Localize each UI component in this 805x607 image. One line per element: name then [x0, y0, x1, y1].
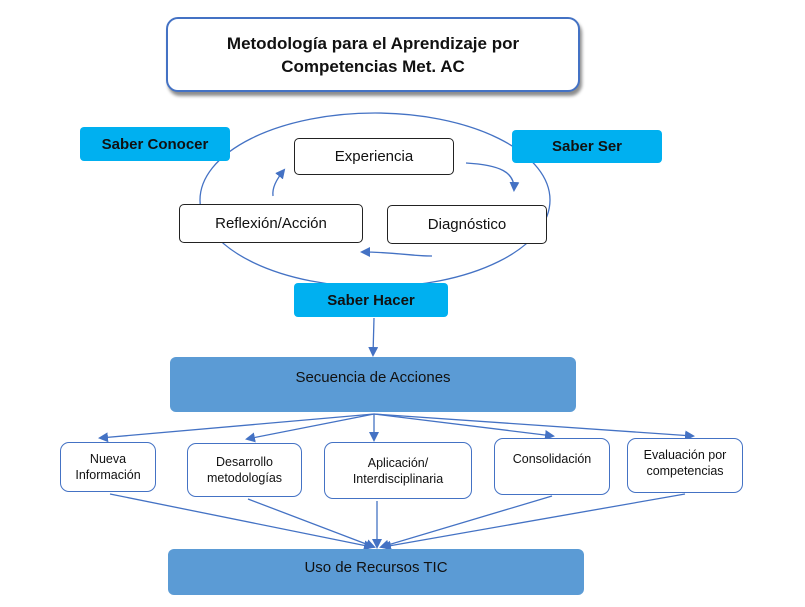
accion-label-line1: Desarrollo: [216, 455, 273, 469]
uso-recursos-tic-box: Uso de Recursos TIC: [168, 549, 584, 595]
accion-label-line2: Información: [75, 468, 141, 482]
saber-hacer-box: Saber Hacer: [294, 283, 448, 317]
arrow-evaluacion-to-recursos: [381, 493, 686, 551]
accion-label-line1: Nueva: [89, 452, 127, 466]
reflexion-accion-box: Reflexión/Acción: [179, 204, 363, 243]
accion-label-line1: Aplicación/: [367, 455, 429, 470]
arrow-to-nueva: [98, 413, 375, 443]
arrow-diagnostico-to-reflexion: [360, 247, 433, 258]
accion-desarrollo-metodologias-box: Desarrollo metodologías: [187, 443, 302, 497]
saber-conocer-box: Saber Conocer: [80, 127, 230, 161]
arrow-experiencia-to-diagnostico: [465, 162, 520, 192]
accion-aplicacion-box: Aplicación/ Interdisciplinaria: [324, 442, 472, 499]
arrow-reflexion-to-experiencia: [272, 168, 286, 197]
accion-label-line2: Interdisciplinaria: [352, 471, 444, 486]
diagnostico-box: Diagnóstico: [387, 205, 547, 244]
accion-label-line2: metodologías: [206, 471, 283, 485]
arrow-to-desarrollo: [245, 413, 375, 443]
title-box: Metodología para el Aprendizaje por Comp…: [166, 17, 580, 92]
arrow-to-evaluacion: [373, 413, 695, 441]
secuencia-acciones-box: Secuencia de Acciones: [170, 357, 576, 412]
experiencia-label: Experiencia: [334, 148, 414, 165]
secuencia-acciones-label: Secuencia de Acciones: [295, 369, 451, 386]
title-line-1: Metodología para el Aprendizaje por: [226, 33, 520, 53]
accion-evaluacion-box: Evaluación por competencias: [627, 438, 743, 493]
accion-label-line2: competencias: [646, 464, 724, 478]
diagnostico-label: Diagnóstico: [427, 216, 507, 233]
saber-hacer-label: Saber Hacer: [327, 291, 415, 309]
uso-recursos-tic-label: Uso de Recursos TIC: [304, 559, 448, 576]
saber-conocer-label: Saber Conocer: [101, 135, 209, 153]
accion-nueva-informacion-box: Nueva Información: [60, 442, 156, 492]
accion-consolidacion-box: Consolidación: [494, 438, 610, 495]
arrow-hacer-to-secuencia: [368, 317, 379, 357]
saber-ser-label: Saber Ser: [551, 138, 623, 155]
arrow-nueva-to-recursos: [109, 493, 374, 551]
reflexion-accion-label: Reflexión/Acción: [215, 215, 327, 232]
arrow-consolidacion-to-recursos: [379, 495, 553, 550]
accion-label-line1: Consolidación: [512, 452, 592, 466]
arrow-desarrollo-to-recursos: [247, 498, 376, 549]
title-line-2: Competencias Met. AC: [281, 56, 465, 76]
experiencia-box: Experiencia: [294, 138, 454, 175]
saber-ser-box: Saber Ser: [512, 130, 662, 163]
arrow-to-consolidacion: [373, 413, 555, 440]
accion-label-line1: Evaluación por: [643, 448, 727, 462]
